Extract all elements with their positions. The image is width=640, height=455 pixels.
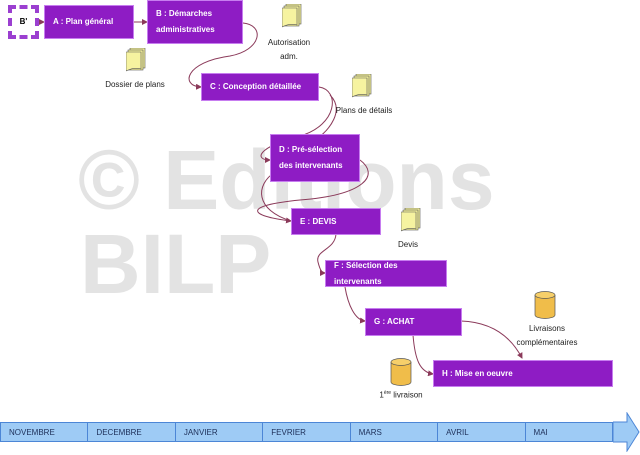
- document-icon: [352, 74, 372, 98]
- label-premiere-sup: ère: [383, 390, 392, 396]
- label-dossier-plans: Dossier de plans: [105, 80, 165, 89]
- document-icon: [401, 208, 421, 232]
- step-g[interactable]: G : ACHAT: [365, 308, 462, 336]
- month-janvier: JANVIER: [176, 423, 264, 441]
- month-avril: AVRIL: [438, 423, 526, 441]
- step-e[interactable]: E : DEVIS: [291, 208, 381, 235]
- label-premiere-num: 1: [379, 390, 384, 400]
- step-d[interactable]: D : Pré-sélection des intervenants: [270, 134, 360, 182]
- month-mai: MAI: [526, 423, 613, 441]
- database-icon: [534, 291, 556, 319]
- label-livraisons: Livraisons complémentaires: [516, 324, 578, 347]
- label-premiere-livraison: 1ère livraison: [370, 386, 432, 403]
- step-h[interactable]: H : Mise en oeuvre: [433, 360, 613, 387]
- label-autorisation: Autorisation adm.: [267, 38, 311, 61]
- step-a[interactable]: A : Plan général: [44, 5, 134, 39]
- step-b[interactable]: B : Démarches administratives: [147, 0, 243, 44]
- step-f[interactable]: F : Sélection des intervenants: [325, 260, 447, 287]
- database-icon: [390, 358, 412, 386]
- month-mars: MARS: [351, 423, 439, 441]
- label-devis: Devis: [397, 240, 418, 249]
- month-fevrier: FEVRIER: [263, 423, 351, 441]
- step-c[interactable]: C : Conception détaillée: [201, 73, 319, 101]
- step-b-prime[interactable]: B': [8, 5, 39, 39]
- month-decembre: DECEMBRE: [88, 423, 176, 441]
- document-icon: [282, 4, 302, 28]
- timeline: NOVEMBRE DECEMBRE JANVIER FEVRIER MARS A…: [0, 422, 614, 442]
- document-icon: [126, 48, 146, 72]
- label-premiere-text: livraison: [391, 390, 423, 400]
- month-novembre: NOVEMBRE: [1, 423, 89, 441]
- timeline-arrowhead-icon: [613, 412, 640, 452]
- watermark-line2: BILP: [80, 217, 272, 311]
- label-plans-details: Plans de détails: [335, 106, 393, 115]
